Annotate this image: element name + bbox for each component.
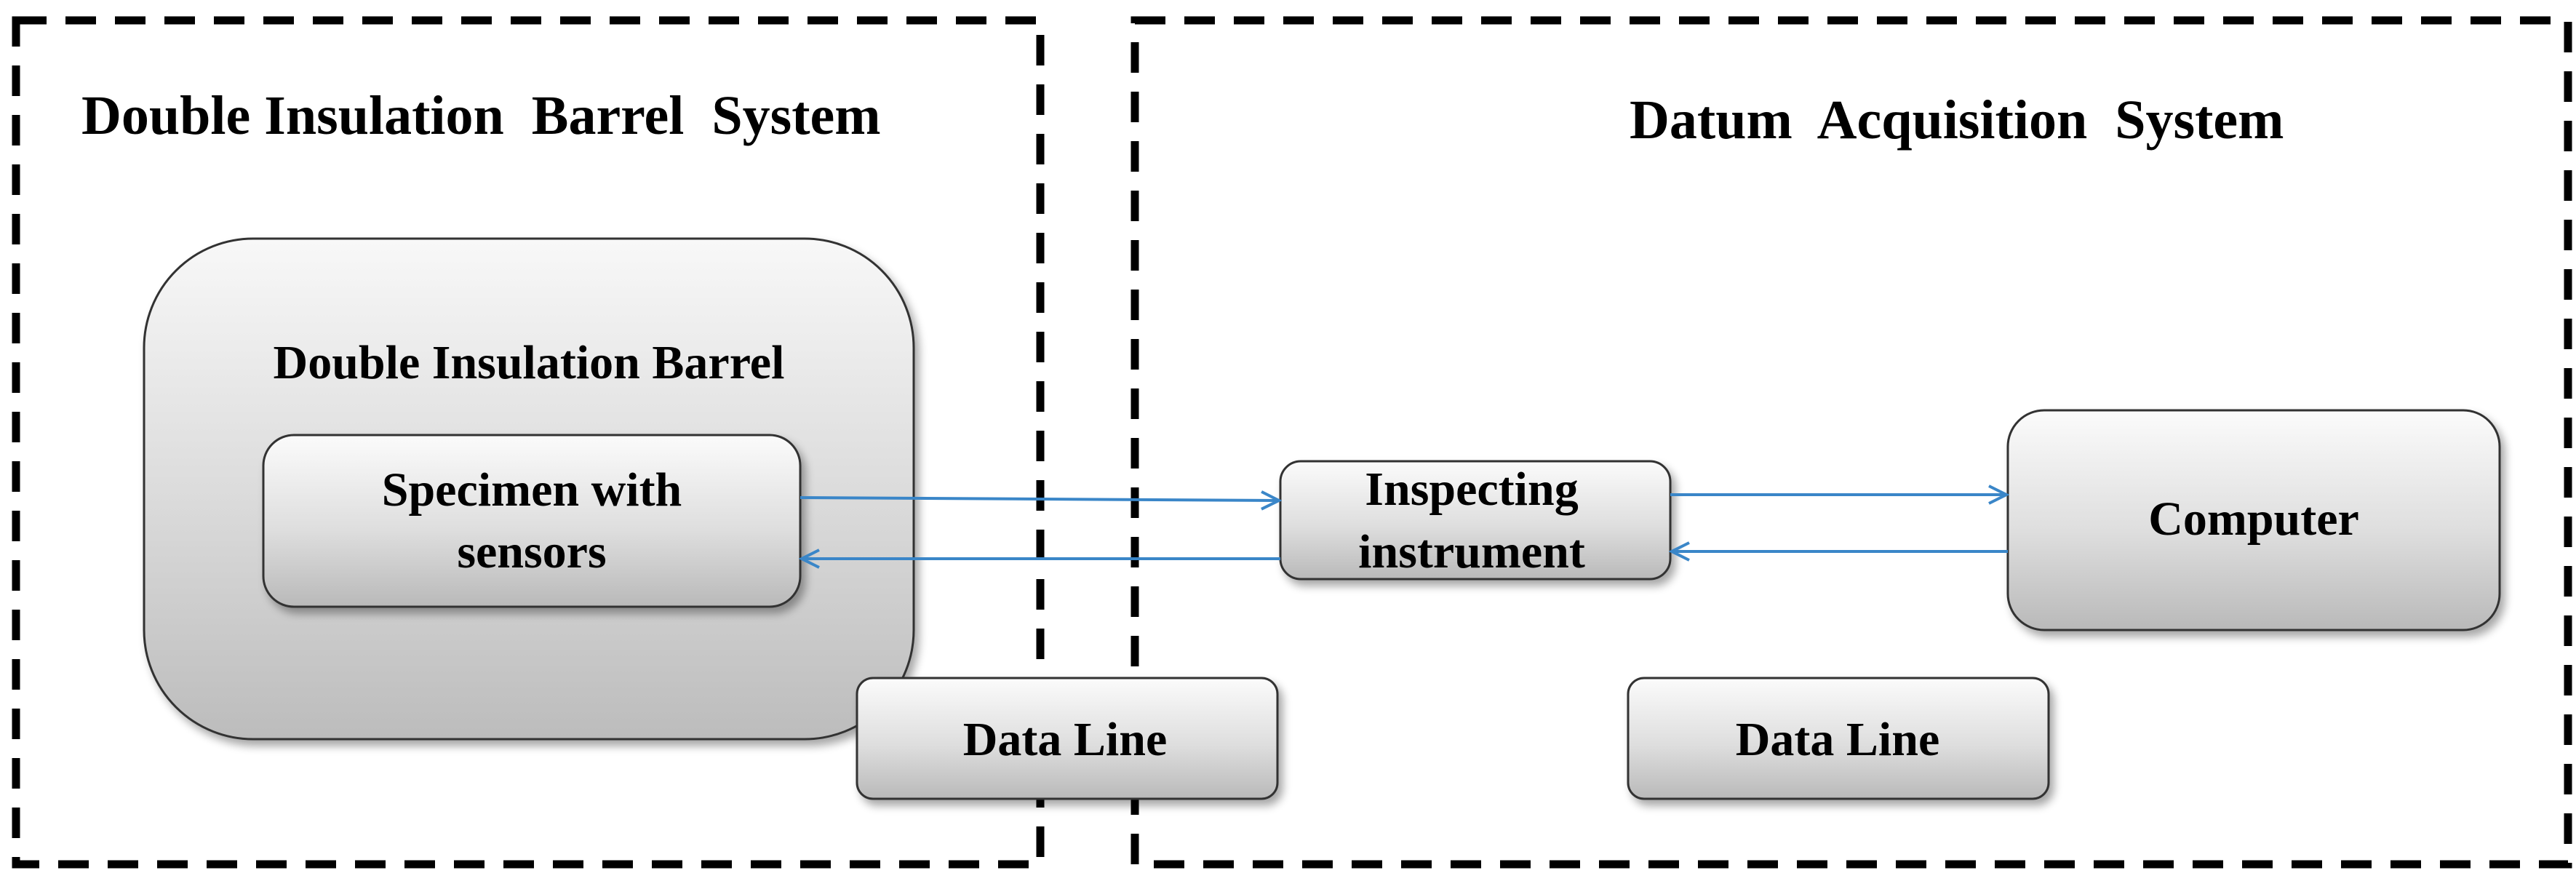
double-insulation-barrel-title: Double Insulation Barrel xyxy=(274,336,785,389)
arrow-specimen-to-instrument xyxy=(799,498,1279,501)
datum-acquisition-system-frame xyxy=(1131,16,2572,869)
double-insulation-barrel-system-title: Double Insulation Barrel System xyxy=(81,85,881,146)
data-line-left-box xyxy=(856,677,1279,800)
data-line-right-label: Data Line xyxy=(1736,713,1940,766)
inspecting-instrument-label-line1: Inspecting xyxy=(1365,463,1578,516)
specimen-label-line1: Specimen with xyxy=(382,463,682,517)
specimen-box xyxy=(262,434,802,608)
computer-box xyxy=(2006,409,2501,631)
double-insulation-barrel-system-frame xyxy=(12,16,1045,869)
inspecting-instrument-box xyxy=(1279,460,1672,581)
data-line-left-label: Data Line xyxy=(963,713,1168,766)
computer-label: Computer xyxy=(2148,493,2359,546)
specimen-label-line2: sensors xyxy=(457,525,606,578)
datum-acquisition-system-title: Datum Acquisition System xyxy=(1630,89,2284,151)
inspecting-instrument-label-line2: instrument xyxy=(1358,525,1585,578)
data-line-right-box xyxy=(1627,677,2050,800)
